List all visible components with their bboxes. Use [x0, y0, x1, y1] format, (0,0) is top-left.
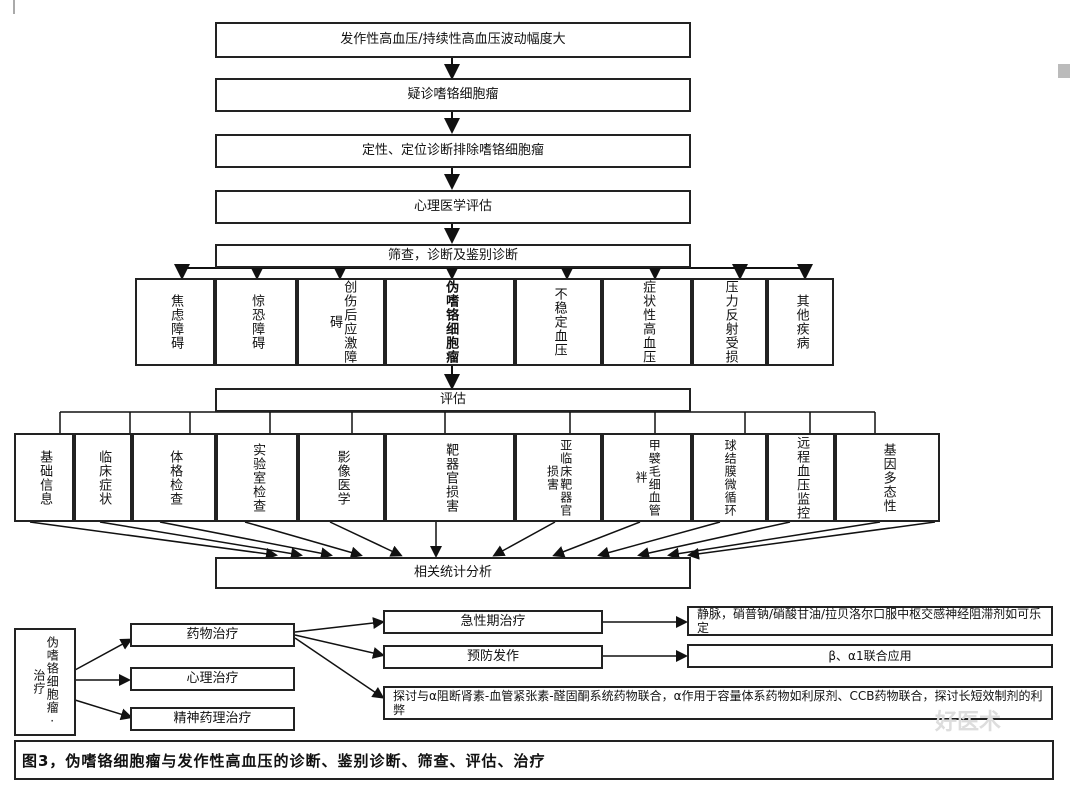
diagnosis-panic: 惊恐障碍	[215, 278, 297, 366]
acute-treatment-box: 急性期治疗	[383, 610, 603, 634]
acute-detail-box: 静脉，硝普钠/硝酸甘油/拉贝洛尔口服中枢交感神经阻滞剂如可乐定	[687, 606, 1053, 636]
watermark: 好医术	[935, 710, 1002, 735]
qualitative-diagnosis-box: 定性、定位诊断排除嗜铬细胞瘤	[215, 134, 691, 168]
combination-exploration-box: 探讨与α阻断肾素-血管紧张素-醛固酮系统药物联合，α作用于容量体系药物如利尿剂、…	[383, 686, 1053, 720]
onset-hypertension-box: 发作性高血压/持续性高血压波动幅度大	[215, 22, 691, 58]
eval-physical-exam: 体格检查	[132, 433, 216, 522]
diagnosis-other: 其他疾病	[767, 278, 834, 366]
figure-caption: 图3，伪嗜铬细胞瘤与发作性高血压的诊断、鉴别诊断、筛查、评估、治疗	[14, 740, 1054, 780]
eval-subclinical-damage: 亚临床靶器官损害	[515, 433, 602, 522]
drug-therapy-box: 药物治疗	[130, 623, 295, 647]
suspected-pheo-box: 疑诊嗜铬细胞瘤	[215, 78, 691, 112]
diagnosis-baroreflex: 压力反射受损	[692, 278, 767, 366]
evaluation-box: 评估	[215, 388, 691, 412]
screening-diagnosis-box: 筛查，诊断及鉴别诊断	[215, 244, 691, 268]
eval-basic-info: 基础信息	[14, 433, 74, 522]
psych-evaluation-box: 心理医学评估	[215, 190, 691, 224]
eval-conjunctival-microcirculation: 球结膜微循环	[692, 433, 767, 522]
diagnosis-anxiety: 焦虑障碍	[135, 278, 215, 366]
eval-nailfold-capillary: 甲襞毛细血管袢	[602, 433, 692, 522]
edge-mark	[13, 0, 15, 14]
diagnosis-pseudopheo: 伪嗜铬细胞瘤	[385, 278, 515, 366]
scroll-marker	[1058, 64, 1070, 78]
statistical-analysis-box: 相关统计分析	[215, 557, 691, 589]
diagnosis-unstable-bp: 不稳定血压	[515, 278, 602, 366]
eval-gene-polymorphism: 基因多态性	[835, 433, 940, 522]
diagnosis-ptsd: 创伤后应激障碍	[297, 278, 385, 366]
prevention-box: 预防发作	[383, 645, 603, 669]
eval-clinical-symptoms: 临床症状	[74, 433, 132, 522]
diagnosis-symptomatic-hypertension: 症状性高血压	[602, 278, 692, 366]
eval-lab-tests: 实验室检查	[216, 433, 298, 522]
treatment-root: 伪嗜铬细胞瘤·治疗	[14, 628, 76, 736]
psychotherapy-box: 心理治疗	[130, 667, 295, 691]
eval-remote-bp-monitoring: 远程血压监控	[767, 433, 835, 522]
eval-target-organ-damage: 靶器官损害	[385, 433, 515, 522]
prevention-detail-box: β、α1联合应用	[687, 644, 1053, 668]
psychopharm-box: 精神药理治疗	[130, 707, 295, 731]
eval-imaging: 影像医学	[298, 433, 385, 522]
